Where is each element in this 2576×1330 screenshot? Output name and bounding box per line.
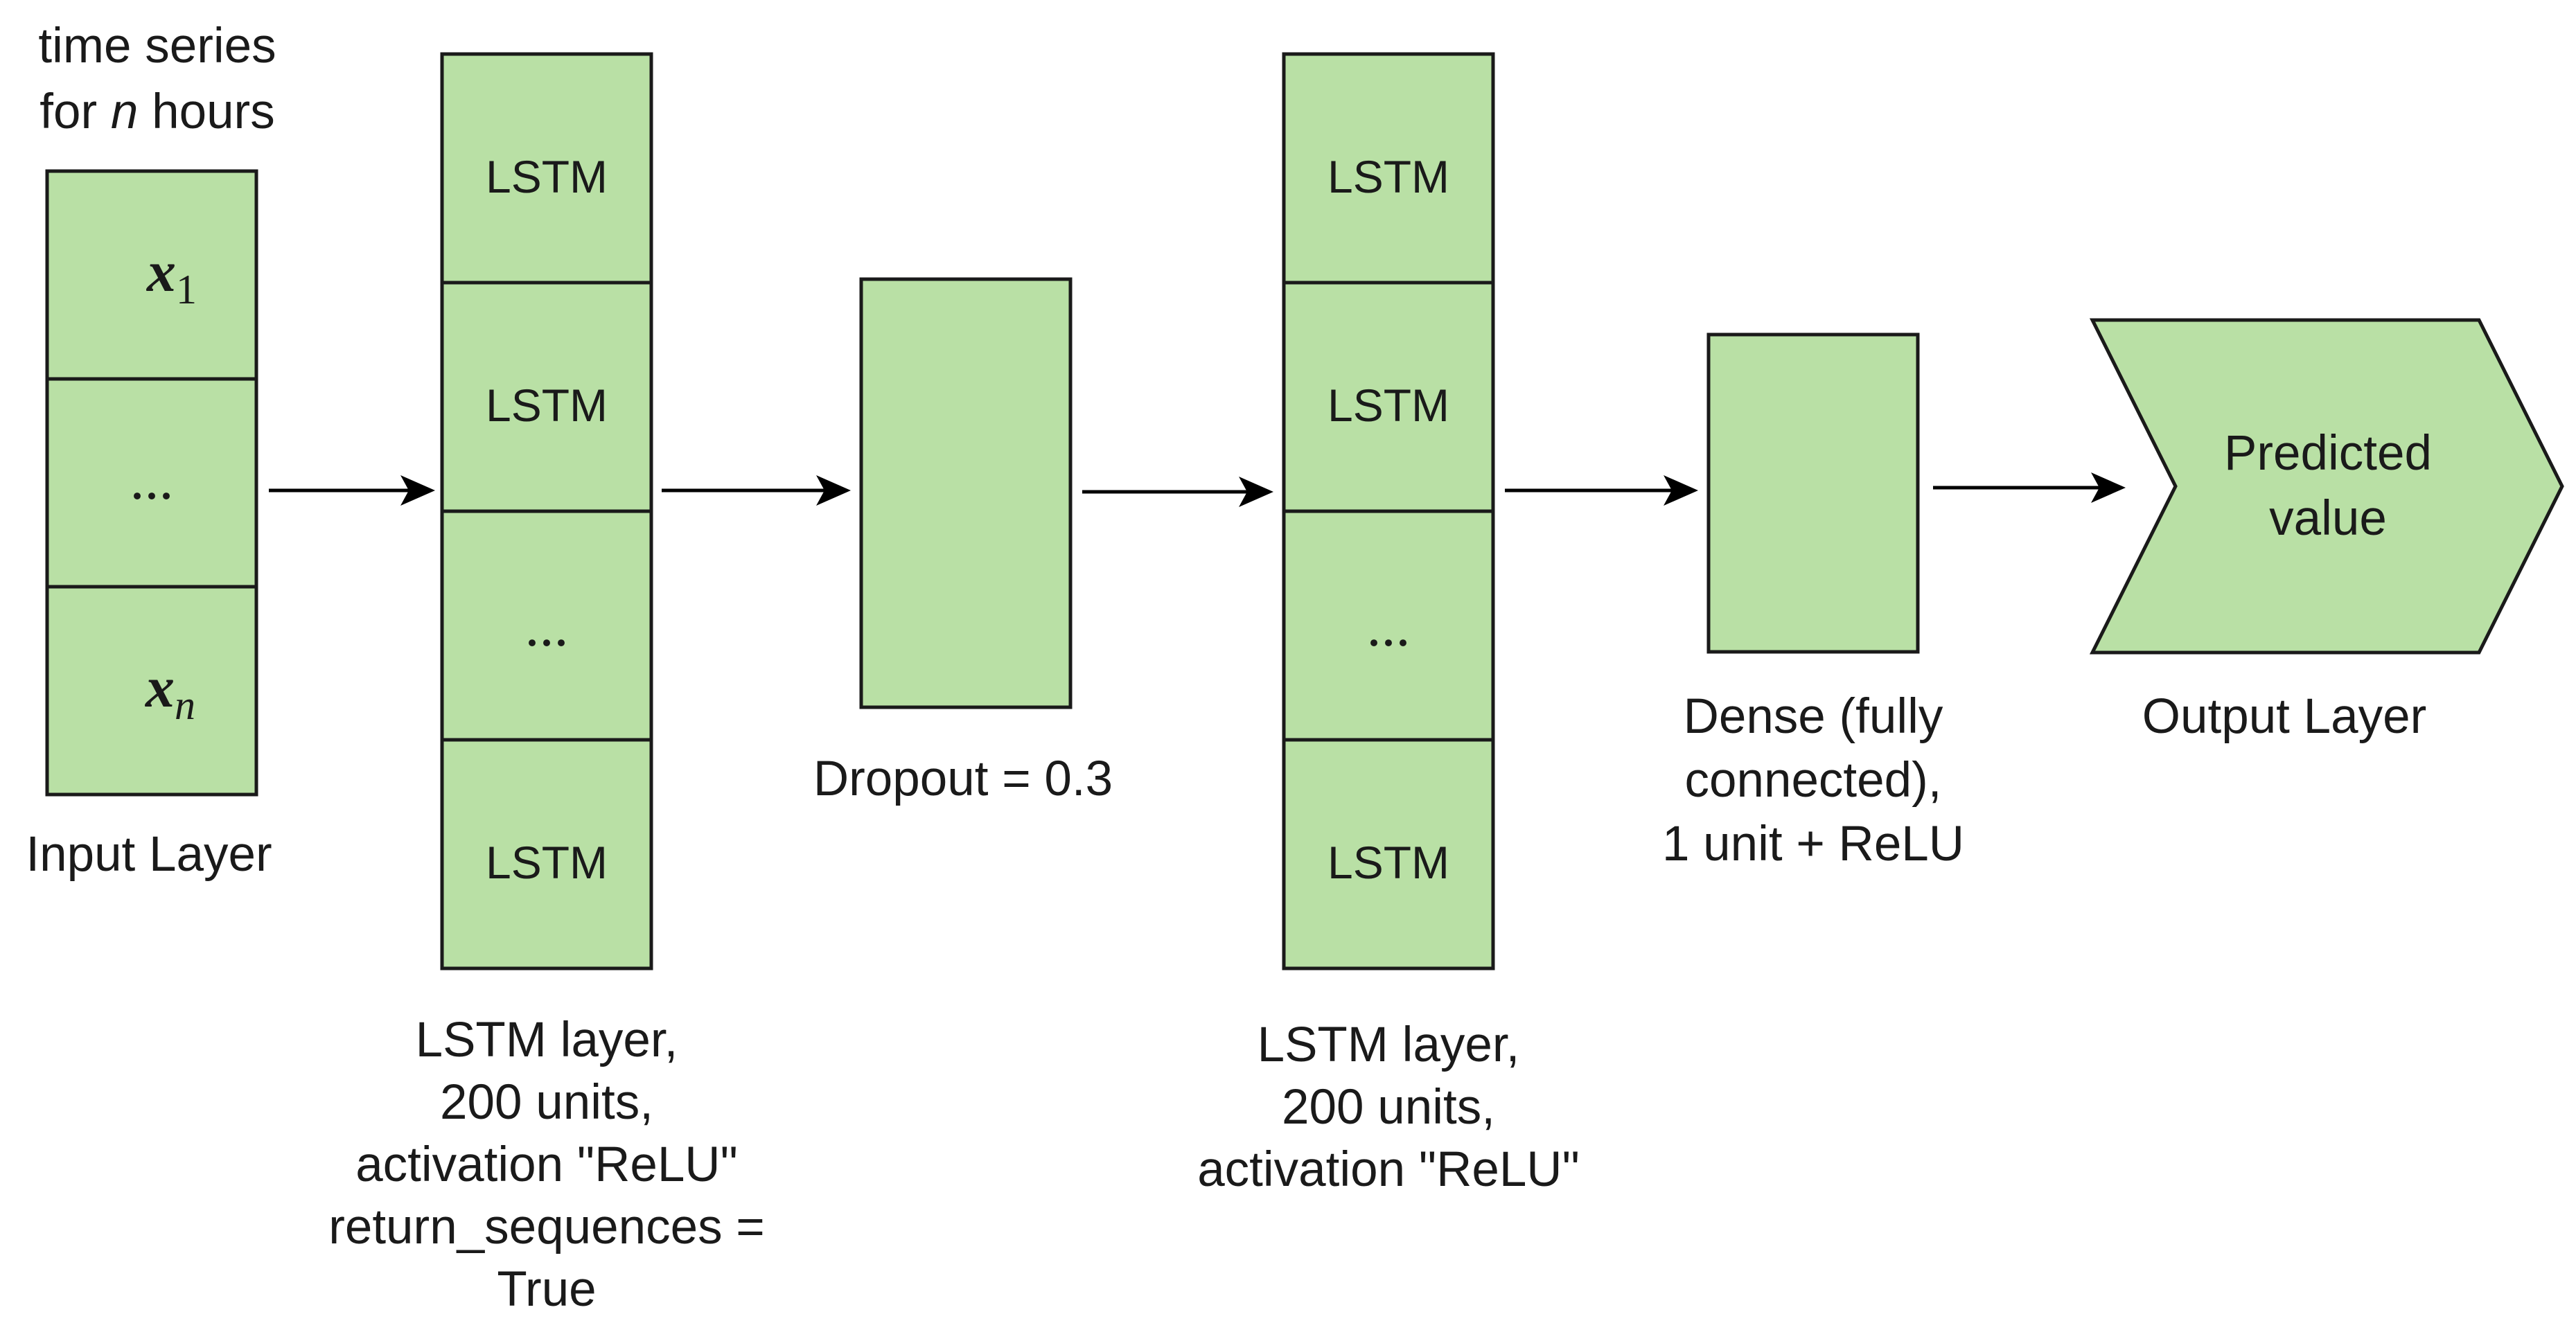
lstm1-cell-4 xyxy=(440,738,653,970)
lstm2-cell-3-label: ... xyxy=(1367,594,1411,659)
dense-layer: Dense (fully connected), 1 unit + ReLU xyxy=(1662,332,1964,871)
input-ellipsis-label: ... xyxy=(130,447,174,512)
output-text-line2: value xyxy=(2269,491,2387,546)
lstm1-cell-1 xyxy=(440,52,653,285)
arrow-dropout-to-lstm2 xyxy=(1082,477,1273,507)
lstm1-label-line2: 200 units, xyxy=(440,1075,653,1130)
dense-label-line2: connected), xyxy=(1684,753,1941,808)
arrow-lstm1-to-dropout xyxy=(662,475,851,506)
lstm1-cell-3 xyxy=(440,509,653,742)
arrow-dense-to-output xyxy=(1933,472,2126,503)
lstm2-cell-2-label: LSTM xyxy=(1327,380,1449,431)
input-caption-line2: for n hours xyxy=(39,85,274,139)
dense-label-line1: Dense (fully xyxy=(1684,689,1943,744)
output-text-line1: Predicted xyxy=(2224,426,2432,481)
lstm2-cell-1-label: LSTM xyxy=(1327,151,1449,202)
lstm1-label-line3: activation "ReLU" xyxy=(355,1137,738,1192)
output-layer: Predicted value Output Layer xyxy=(2089,318,2564,744)
lstm1-cell-3-label: ... xyxy=(525,594,569,659)
lstm-layer-2: LSTM LSTM ... LSTM LSTM layer, 200 units… xyxy=(1197,52,1580,1197)
lstm2-label-line1: LSTM layer, xyxy=(1258,1018,1520,1072)
input-cell-ellipsis xyxy=(45,377,258,589)
input-layer-label: Input Layer xyxy=(26,827,272,882)
output-layer-label: Output Layer xyxy=(2142,689,2426,744)
output-chevron xyxy=(2089,318,2564,655)
input-caption-line1: time series xyxy=(38,19,276,73)
dense-box xyxy=(1706,332,1920,654)
lstm1-label-line4: return_sequences = xyxy=(328,1200,765,1254)
lstm1-cell-1-label: LSTM xyxy=(486,151,608,202)
lstm2-label-line2: 200 units, xyxy=(1282,1080,1495,1135)
input-layer: time series for n hours x1 ... xn Input … xyxy=(26,19,276,882)
dropout-layer: Dropout = 0.3 xyxy=(813,277,1113,806)
lstm1-label-line5: True xyxy=(497,1262,596,1317)
lstm1-cell-4-label: LSTM xyxy=(486,837,608,888)
lstm2-label-line3: activation "ReLU" xyxy=(1197,1142,1580,1197)
input-cell-xn xyxy=(45,585,258,797)
lstm2-cell-4 xyxy=(1282,738,1495,970)
lstm1-label-line1: LSTM layer, xyxy=(416,1013,678,1067)
arrow-input-to-lstm1 xyxy=(269,475,435,506)
arrow-lstm2-to-dense xyxy=(1505,475,1698,506)
lstm2-cell-1 xyxy=(1282,52,1495,285)
input-x1-label: x1 xyxy=(145,240,197,312)
lstm1-cell-2-label: LSTM xyxy=(486,380,608,431)
lstm2-cell-3 xyxy=(1282,509,1495,742)
input-xn-label: xn xyxy=(144,655,195,728)
input-cell-x1 xyxy=(45,169,258,381)
lstm2-cell-4-label: LSTM xyxy=(1327,837,1449,888)
dense-label-line3: 1 unit + ReLU xyxy=(1662,817,1964,871)
lstm2-cell-2 xyxy=(1282,281,1495,513)
lstm-layer-1: LSTM LSTM ... LSTM LSTM layer, 200 units… xyxy=(328,52,765,1317)
lstm1-cell-2 xyxy=(440,281,653,513)
dropout-box xyxy=(859,277,1073,709)
dropout-label: Dropout = 0.3 xyxy=(813,752,1113,806)
